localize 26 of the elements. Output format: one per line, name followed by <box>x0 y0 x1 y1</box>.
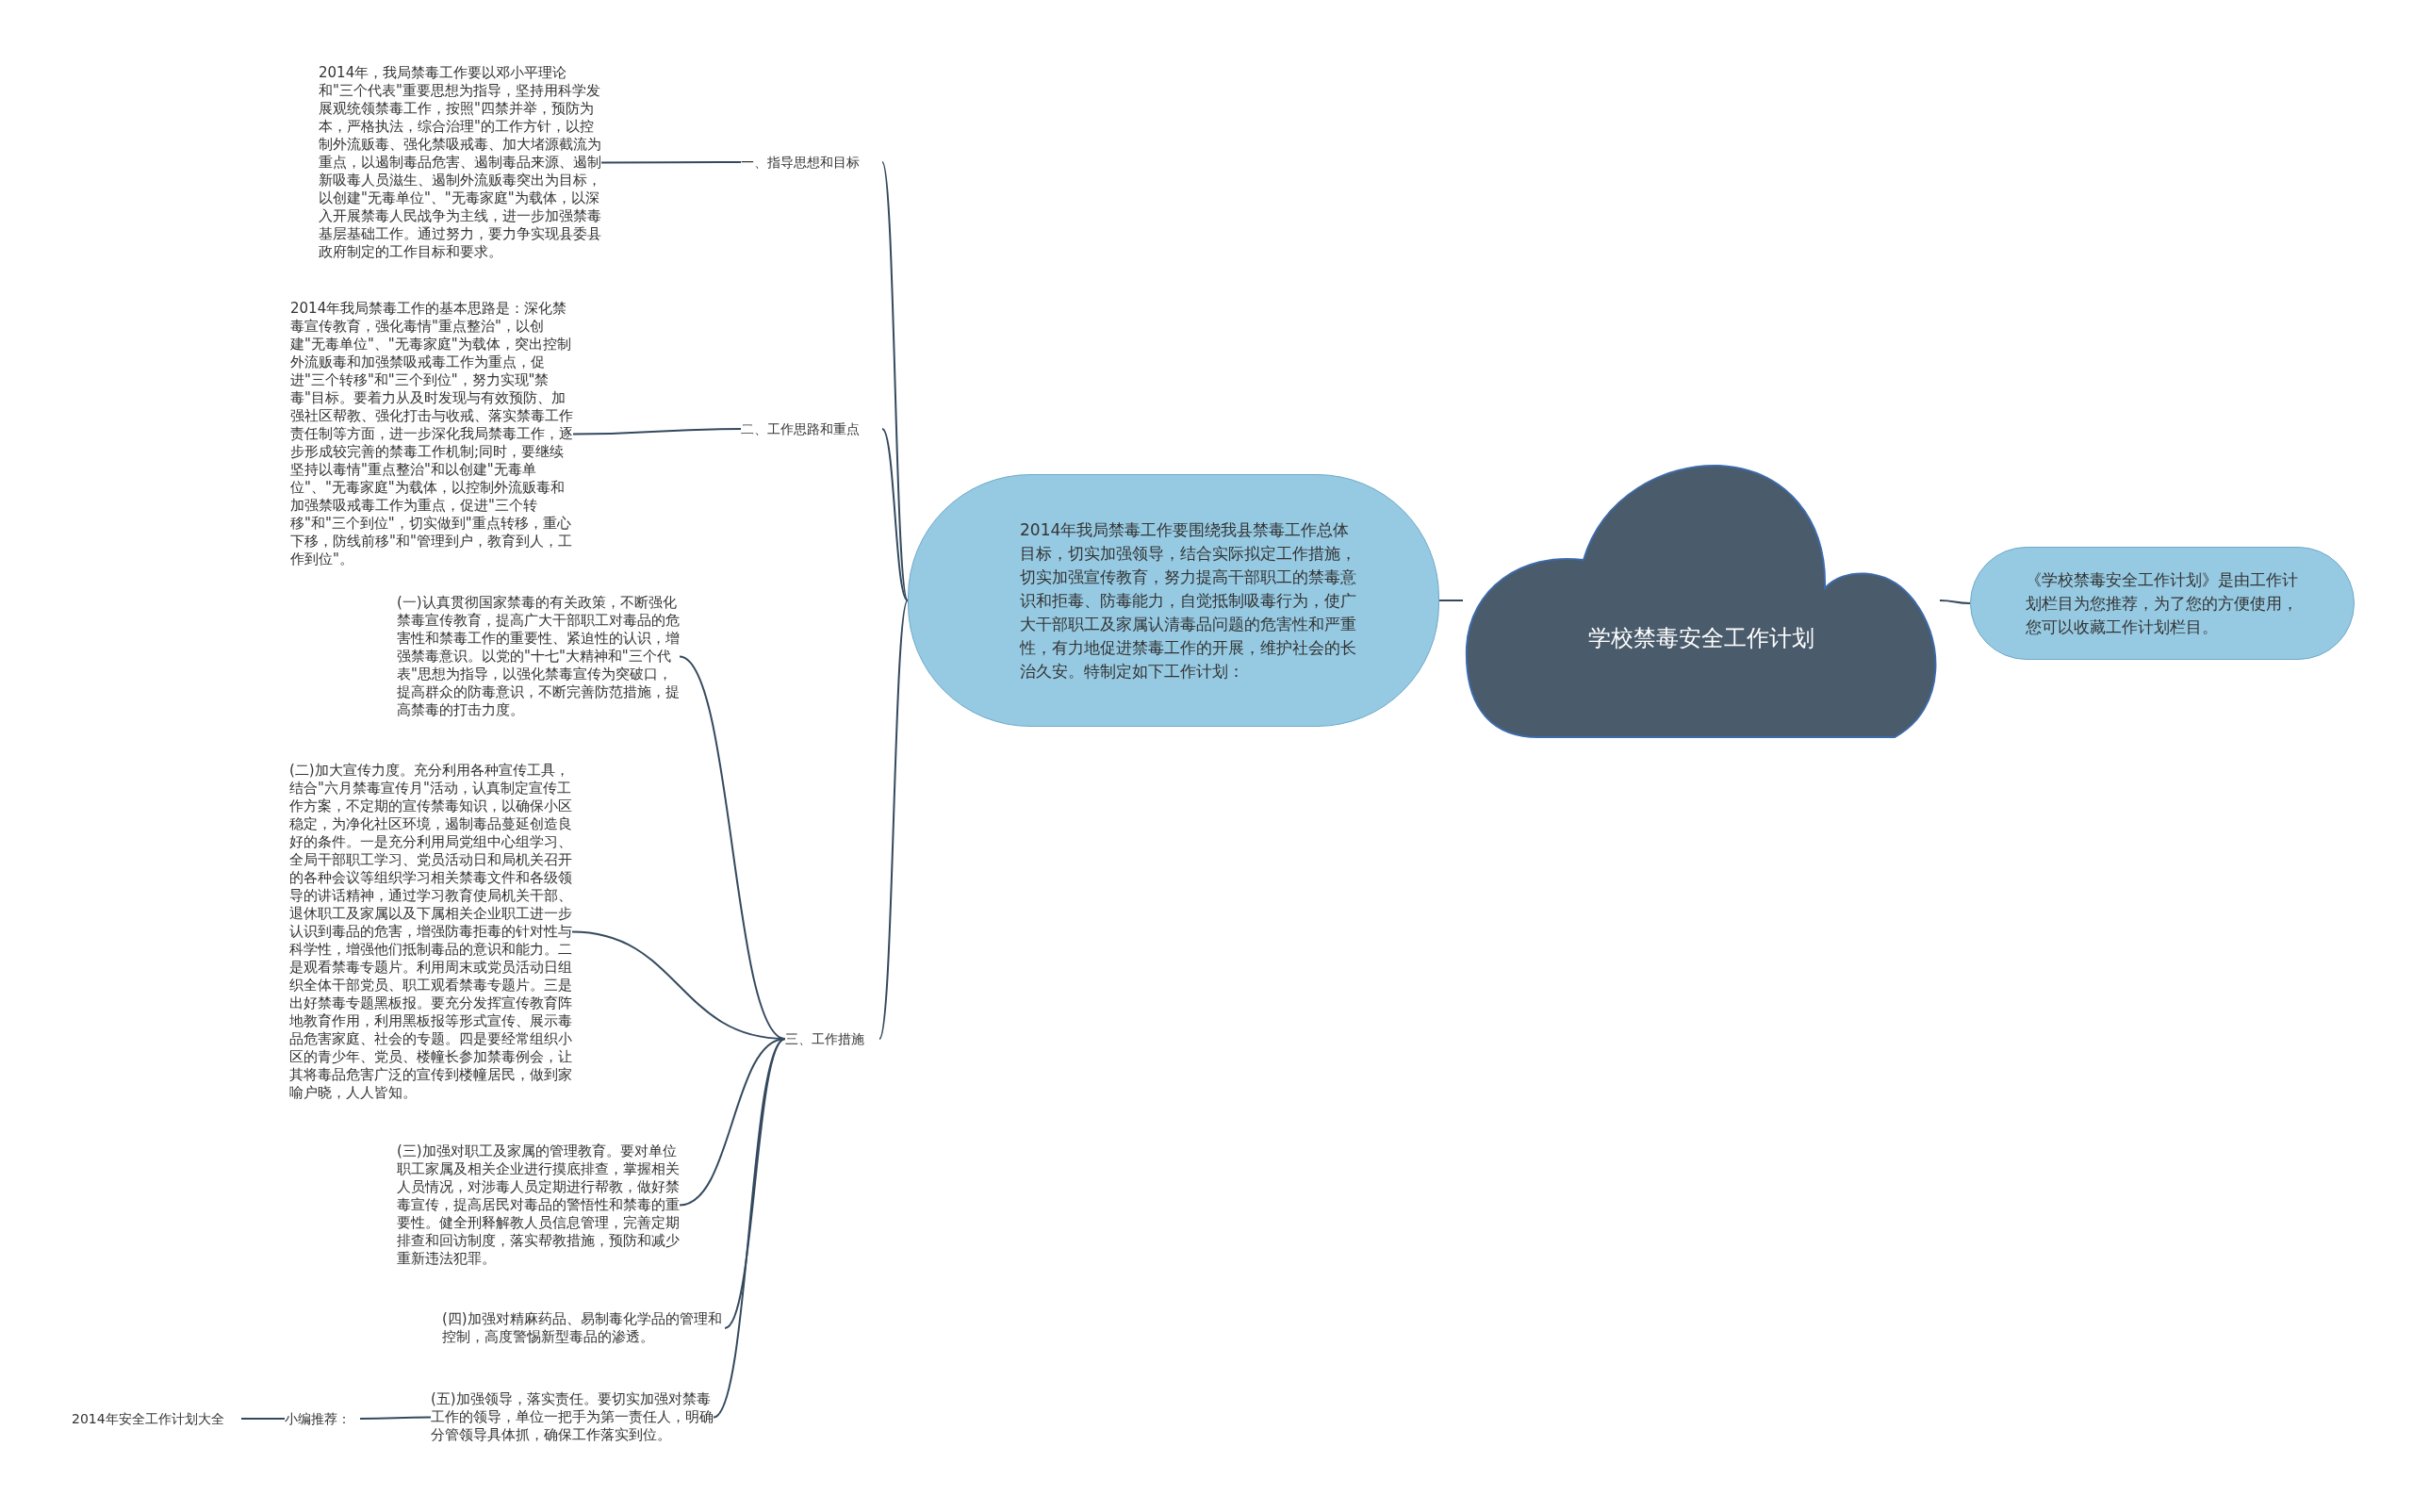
connector-line <box>878 600 909 1040</box>
branch-label: 三、工作措施 <box>785 1028 879 1049</box>
connector-line <box>600 161 742 164</box>
title-text: 学校禁毒安全工作计划 <box>1587 624 1815 652</box>
connector-line <box>1939 600 1971 604</box>
paragraph-text: (五)加强领导，落实责任。要切实加强对禁毒工作的领导，单位一把手为第一责任人，明确分管领导具体抓，确保工作落实到位。 <box>431 1390 714 1444</box>
branch-label: 小编推荐： <box>285 1408 360 1429</box>
branch-label: 2014年安全工作计划大全 <box>72 1408 241 1429</box>
connector-line <box>572 428 742 436</box>
branch-label: 二、工作思路和重点 <box>741 419 882 439</box>
paragraph-text: 2014年我局禁毒工作的基本思路是：深化禁毒宣传教育，强化毒情"重点整治"，以创建"无毒单位"、"无毒家庭"为载体，突出控制外流贩毒和加强禁吸戒毒工作为重点，促进"三个转移"和"三个到位"，努力实现"禁毒"目标。要着力从及时发现与有效预防、加强社区帮教、强化打击与收戒、落实禁毒工作责任制等方面，进一步深化我局禁毒工作，逐步形成较完善的禁毒工作机制;同时，要继续坚持以毒情"重点整治"和以创建"无毒单位"、"无毒家庭"为载体，以控制外流贩毒和加强禁吸戒毒工作为重点，促进"三个转移"和"三个到位"，切实做到"重点转移，重心下移，防线前移"和"管理到户，教育到人，工作到位"。 <box>290 300 573 568</box>
connector-line <box>881 428 909 601</box>
paragraph-text: (三)加强对职工及家属的管理教育。要对单位职工家属及相关企业进行摸底排查，掌握相关人员情况，对涉毒人员定期进行帮教，做好禁毒宣传，提高居民对毒品的警悟性和禁毒的重要性。健全刑释解教人员信息管理，完善定期排查和回访制度，落实帮教措施，预防和减少重新违法犯罪。 <box>397 1142 680 1268</box>
connector-line <box>881 161 909 601</box>
connector-line <box>713 1038 786 1419</box>
connector-line <box>359 1416 432 1420</box>
paragraph-text: 2014年，我局禁毒工作要以邓小平理论和"三个代表"重要思想为指导，坚持用科学发展观统领禁毒工作，按照"四禁并举，预防为本，严格执法，综合治理"的工作方针，以控制外流贩毒、强化禁吸戒毒、加大堵源截流为重点，以遏制毒品危害、遏制毒品来源、遏制新吸毒人员滋生、遏制外流贩毒突出为目标，以创建"无毒单位"、"无毒家庭"为载体，以深入开展禁毒人民战争为主线，进一步加强禁毒基层基础工作。通过努力，要力争实现县委县政府制定的工作目标和要求。 <box>319 64 601 261</box>
paragraph-text: (一)认真贯彻国家禁毒的有关政策，不断强化禁毒宣传教育，提高广大干部职工对毒品的危害性和禁毒工作的重要性、紧迫性的认识，增强禁毒意识。以党的"十七"大精神和"三个代表"思想为指导，以强化禁毒宣传为突破口，提高群众的防毒意识，不断完善防范措施，提高禁毒的打击力度。 <box>397 594 680 719</box>
paragraph-text: (二)加大宣传力度。充分利用各种宣传工具，结合"六月禁毒宣传月"活动，认真制定宣传工作方案，不定期的宣传禁毒知识，以确保小区稳定，为净化社区环境，遏制毒品蔓延创造良好的条件。一是充分利用局党组中心组学习、全局干部职工学习、党员活动日和局机关召开的各种会议等组织学习相关禁毒文件和各级领导的讲话精神，通过学习教育使局机关干部、退休职工及家属以及下属相关企业职工进一步认识到毒品的危害，增强防毒拒毒的针对性与科学性，增强他们抵制毒品的意识和能力。二是观看禁毒专题片。利用周末或党员活动日组织全体干部党员、职工观看禁毒专题片。三是出好禁毒专题黑板报。要充分发挥宣传教育阵地教育作用，利用黑板报等形式宣传、展示毒品危害家庭、社会的专题。四是要经常组织小区的青少年、党员、楼幢长参加禁毒例会，让其将毒品危害广泛的宣传到楼幢居民，做到家喻户晓，人人皆知。 <box>289 762 572 1102</box>
paragraph-text: 《学校禁毒安全工作计划》是由工作计划栏目为您推荐，为了您的方便使用，您可以收藏工作计划栏目。 <box>2026 568 2299 638</box>
paragraph-text: (四)加强对精麻药品、易制毒化学品的管理和控制，高度警惕新型毒品的渗透。 <box>442 1310 725 1346</box>
connector-line <box>240 1418 286 1420</box>
branch-label: 一、指导思想和目标 <box>741 152 882 173</box>
paragraph-text: 2014年我局禁毒工作要围绕我县禁毒工作总体目标，切实加强领导，结合实际拟定工作措施，切实加强宣传教育，努力提高干部职工的禁毒意识和拒毒、防毒能力，自觉抵制吸毒行为，使广大干部职工及家属认清毒品问题的危害性和严重性，有力地促进禁毒工作的开展，维护社会的长治久安。特制定如下工作计划： <box>1020 518 1357 682</box>
connector-line <box>679 1038 786 1207</box>
connector-line <box>1438 600 1464 601</box>
